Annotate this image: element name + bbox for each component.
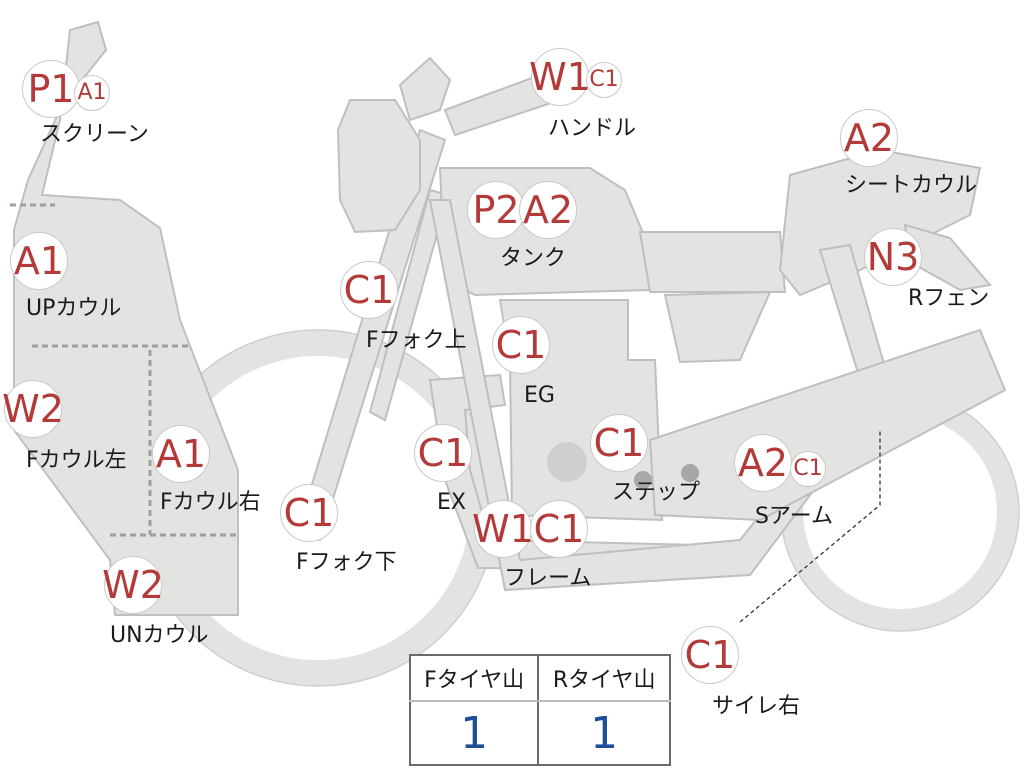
screen-grade-badge: A1 bbox=[74, 75, 110, 111]
muffler-right-grade-badge: C1 bbox=[681, 626, 739, 684]
seat-shape bbox=[638, 231, 787, 293]
f-fork-lower-label: Fフォク下 bbox=[296, 550, 397, 575]
eg-grade-badge: C1 bbox=[492, 316, 550, 374]
handle-label: ハンドル bbox=[548, 116, 637, 141]
un-cowl-grade-badge: W2 bbox=[102, 556, 164, 614]
f-fork-upper-label: Fフォク上 bbox=[366, 328, 467, 353]
screen-label: スクリーン bbox=[40, 122, 149, 147]
step-grade-badge: C1 bbox=[590, 414, 648, 472]
handle-grade-badge: C1 bbox=[586, 62, 622, 98]
front-tyre-value: 1 bbox=[410, 701, 540, 765]
rear-tyre-header: Rタイヤ山 bbox=[538, 655, 670, 702]
handle-grade-badge: W1 bbox=[529, 48, 591, 106]
up-cowl-grade-badge: A1 bbox=[10, 232, 68, 290]
muffler-leader-line bbox=[739, 430, 881, 623]
f-fork-lower-grade-badge: C1 bbox=[280, 484, 338, 542]
front-tyre-header: Fタイヤ山 bbox=[410, 655, 540, 702]
r-fender-label: Rフェン bbox=[908, 286, 990, 311]
frame-grade-badge: W1 bbox=[472, 500, 534, 558]
un-cowl-label: UNカウル bbox=[110, 623, 209, 648]
rear-tyre-value: 1 bbox=[590, 707, 619, 759]
seat-cowl-label: シートカウル bbox=[845, 173, 978, 198]
f-fork-upper-grade-badge: C1 bbox=[340, 261, 398, 319]
tyre-tread-table: Fタイヤ山 Rタイヤ山 1 1 bbox=[409, 654, 671, 766]
step-peg-b bbox=[681, 464, 699, 482]
s-arm-label: Sアーム bbox=[755, 504, 833, 529]
f-cowl-right-label: Fカウル右 bbox=[160, 490, 261, 515]
screen-grade-badge: P1 bbox=[22, 60, 80, 118]
headlight-shape bbox=[336, 99, 421, 234]
muffler-right-label: サイレ右 bbox=[712, 694, 801, 719]
r-fender-grade-badge: N3 bbox=[864, 228, 922, 286]
s-arm-grade-badge: C1 bbox=[790, 451, 826, 487]
step-peg-a bbox=[634, 471, 652, 489]
ex-label: EX bbox=[437, 490, 466, 515]
seat-cowl-grade-badge: A2 bbox=[840, 109, 898, 167]
mirror-shape bbox=[398, 56, 452, 122]
tank-grade-badge: A2 bbox=[519, 181, 577, 239]
frame-label: フレーム bbox=[504, 566, 592, 591]
frame-grade-badge: C1 bbox=[530, 500, 588, 558]
s-arm-grade-badge: A2 bbox=[734, 434, 792, 492]
f-cowl-right-grade-badge: A1 bbox=[152, 425, 210, 483]
ex-grade-badge: C1 bbox=[414, 424, 472, 482]
side-cover-shape bbox=[663, 290, 772, 364]
engine-cover-shape bbox=[547, 442, 587, 482]
up-cowl-label: UPカウル bbox=[26, 296, 122, 321]
eg-label: EG bbox=[524, 383, 555, 408]
fork-shape bbox=[296, 128, 447, 542]
f-cowl-left-grade-badge: W2 bbox=[2, 380, 64, 438]
step-label: ステップ bbox=[612, 480, 701, 505]
f-cowl-left-label: Fカウル左 bbox=[26, 448, 127, 473]
tank-label: タンク bbox=[500, 246, 567, 271]
tank-grade-badge: P2 bbox=[467, 181, 525, 239]
